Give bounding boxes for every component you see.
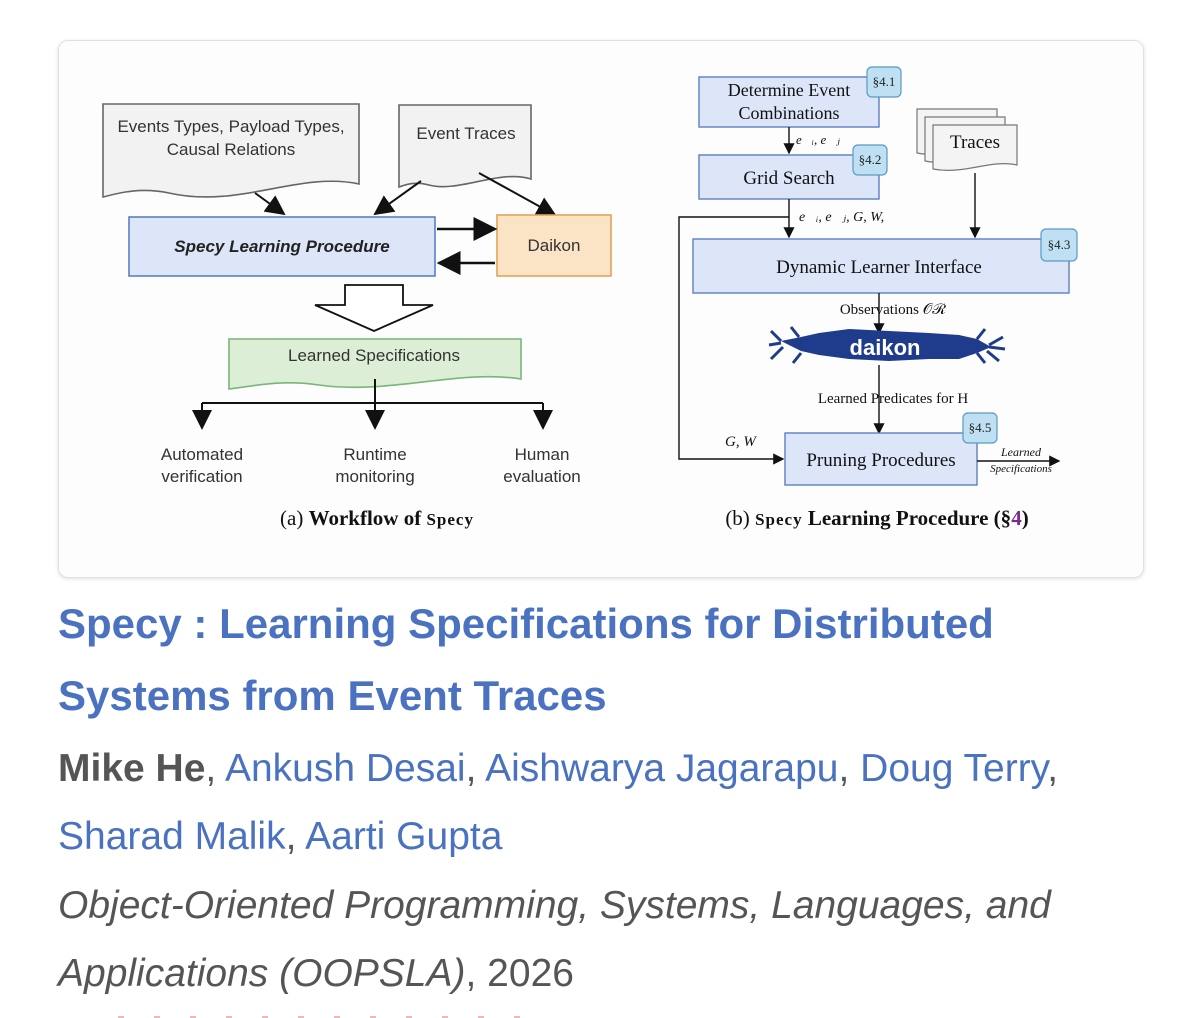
caption-right-close: ) xyxy=(1022,506,1029,530)
determine-line1: Determine Event xyxy=(728,80,850,100)
pruning-label: Pruning Procedures xyxy=(806,450,955,471)
out-learned-line2: Specifications xyxy=(990,463,1052,475)
event-traces-doc: Event Traces xyxy=(398,104,532,189)
learned-specs-doc xyxy=(228,338,522,390)
figure-card[interactable]: Events Types, Payload Types, Causal Rela… xyxy=(58,40,1144,578)
learned-predicates-label: Learned Predicates for H xyxy=(818,391,969,407)
output-automated-line1: Automated xyxy=(161,445,243,464)
author-link[interactable]: Aarti Gupta xyxy=(305,815,503,858)
tag-4-3-label: §4.3 xyxy=(1048,237,1071,252)
caption-right-smallcaps: Specy xyxy=(755,510,803,529)
input-types-doc: Events Types, Payload Types, Causal Rela… xyxy=(102,103,360,199)
figure-diagram: Events Types, Payload Types, Causal Rela… xyxy=(102,66,1078,530)
arrow-types-to-procedure xyxy=(254,192,286,216)
caption-right-prefix: (b) xyxy=(725,506,750,530)
daikon-label: Daikon xyxy=(528,236,581,255)
input-types-line1: Events Types, Payload Types, xyxy=(117,117,344,136)
traces-label: Traces xyxy=(950,132,1000,153)
author-link[interactable]: Sharad Malik xyxy=(58,815,286,858)
loop-line xyxy=(678,216,789,465)
tag-4-5-label: §4.5 xyxy=(969,420,992,435)
pruning-box xyxy=(784,432,978,486)
author-link[interactable]: Aishwarya Jagarapu xyxy=(485,747,839,790)
caption-left: (a) Workflow of Specy xyxy=(280,506,474,530)
output-runtime-line2: monitoring xyxy=(335,467,414,486)
caption-right-section-link[interactable]: 4 xyxy=(1011,506,1022,530)
caption-right-bold: Learning Procedure (§ xyxy=(808,506,1011,530)
output-automated-line2: verification xyxy=(161,467,242,486)
arrow-traces-to-daikon xyxy=(478,172,557,216)
traces-stack xyxy=(916,108,1018,171)
input-types-line2: Causal Relations xyxy=(167,140,296,159)
daikon-logo-text: daikon xyxy=(850,335,921,360)
output-runtime-line1: Runtime xyxy=(343,445,406,464)
learned-specs-label: Learned Specifications xyxy=(288,346,460,365)
caption-left-smallcaps: Specy xyxy=(426,510,474,529)
big-down-arrow xyxy=(314,284,434,332)
author-self: Mike He xyxy=(58,747,206,790)
author-link[interactable]: Doug Terry xyxy=(860,747,1048,790)
dynamic-learner-label: Dynamic Learner Interface xyxy=(776,257,982,278)
determine-line2: Combinations xyxy=(738,103,839,123)
params-label: e⃗ᵢ, e⃗ⱼ, G, W, ℛ xyxy=(799,210,899,225)
output-human-line2: evaluation xyxy=(503,467,581,486)
daikon-logo: daikon xyxy=(768,326,1006,364)
dynamic-learner-box xyxy=(692,238,1070,294)
venue-name: Object-Oriented Programming, Systems, La… xyxy=(58,884,1051,995)
cut-off-badges xyxy=(118,1016,538,1018)
daikon-box xyxy=(496,214,612,277)
out-learned-line1: Learned xyxy=(1000,445,1042,459)
grid-search-box xyxy=(698,154,880,200)
procedure-box xyxy=(128,216,436,277)
venue-year: , 2026 xyxy=(465,952,574,995)
caption-left-prefix: (a) xyxy=(280,506,303,530)
tag-4-2-label: §4.2 xyxy=(859,152,882,167)
procedure-label: Specy Learning Procedure xyxy=(174,237,389,256)
event-traces-label: Event Traces xyxy=(416,124,515,143)
author-list: Mike He, Ankush Desai, Aishwarya Jagarap… xyxy=(58,747,1059,858)
tag-4-1 xyxy=(866,66,902,98)
observations-label: Observations 𝒪ℛ xyxy=(840,302,946,318)
author-link[interactable]: Ankush Desai xyxy=(224,747,466,790)
arrow-traces-to-procedure xyxy=(373,180,422,216)
tag-4-3 xyxy=(1040,228,1078,262)
paper-title-link[interactable]: Specy : Learning Specifications for Dist… xyxy=(58,600,994,719)
ei-ej-label: e⃗ᵢ, e⃗ⱼ xyxy=(796,132,840,147)
gw-label: G, W xyxy=(725,434,757,450)
caption-left-bold: Workflow of xyxy=(309,506,423,530)
tag-4-1-label: §4.1 xyxy=(873,74,896,89)
output-human-line1: Human xyxy=(515,445,570,464)
tag-4-5 xyxy=(962,412,998,444)
grid-search-label: Grid Search xyxy=(743,168,835,189)
caption-right: (b) Specy Learning Procedure (§4) xyxy=(725,506,1028,530)
tag-4-2 xyxy=(852,144,888,176)
venue-line: Object-Oriented Programming, Systems, La… xyxy=(58,872,1158,1008)
